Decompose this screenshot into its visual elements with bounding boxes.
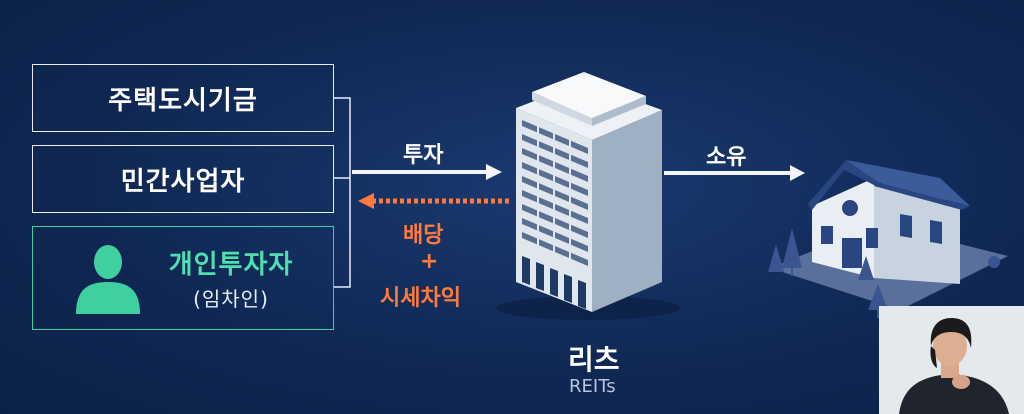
return-label-dividend: 배당 (403, 223, 444, 248)
funder-box-housing-fund: 주택도시기금 (32, 64, 334, 132)
invest-label: 투자 (403, 143, 444, 168)
funder-box-individual-investor: 개인투자자 (임차인) (32, 226, 334, 330)
return-arrow (358, 193, 512, 209)
office-building-icon (496, 72, 680, 320)
funder-sublabel: (임차인) (193, 287, 269, 311)
interpreter-figure (879, 306, 1024, 414)
reits-subtitle: REITs (569, 376, 616, 397)
funder-label: 주택도시기금 (108, 85, 258, 116)
funder-label: 민간사업자 (120, 166, 246, 197)
own-label: 소유 (706, 145, 747, 170)
funder-bracket (334, 97, 351, 288)
house-icon (768, 160, 1008, 318)
reits-title: 리츠 (568, 343, 620, 376)
person-icon (75, 245, 140, 314)
funder-label: 개인투자자 (168, 250, 294, 280)
sign-language-interpreter-video (879, 306, 1024, 414)
return-label-plus: + (420, 249, 439, 274)
own-arrow (664, 165, 805, 181)
invest-arrow (352, 164, 502, 180)
funder-box-private-operator: 민간사업자 (32, 145, 334, 213)
return-label-capital-gain: 시세차익 (380, 286, 461, 311)
